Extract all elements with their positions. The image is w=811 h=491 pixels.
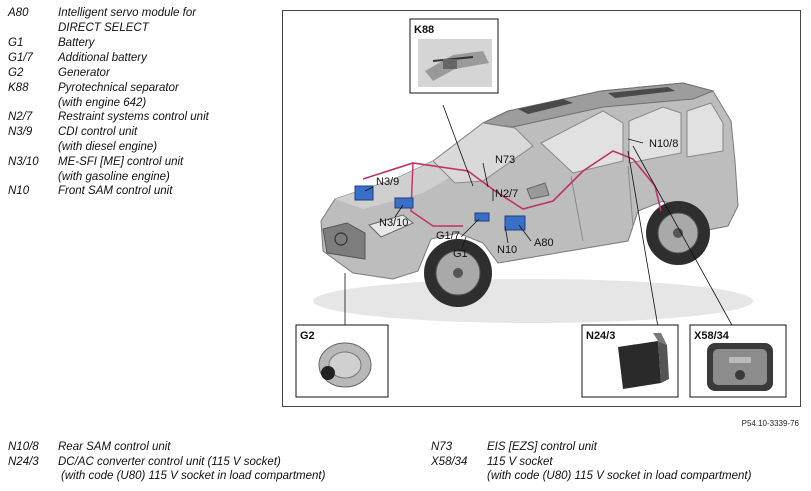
legend-item-n3-10: N3/10 ME-SFI [ME] control unit: [8, 155, 273, 170]
legend-desc: Front SAM control unit: [58, 185, 173, 197]
legend-code: N10: [8, 185, 30, 197]
callout-g1-7: G1/7: [436, 230, 460, 242]
legend-code: N24/3: [8, 455, 39, 468]
legend-bottom-right: N73 EIS [EZS] control unit X58/34 115 V …: [431, 440, 751, 484]
callout-g1: G1: [453, 248, 468, 260]
legend-desc-cont: (with code (U80) 115 V socket in load co…: [487, 470, 752, 482]
legend-desc-cont: (with diesel engine): [58, 141, 158, 153]
legend-code: G2: [8, 66, 24, 79]
legend-code: G1/7: [8, 51, 33, 64]
module-n3-10: [394, 197, 414, 209]
callout-n10-8: N10/8: [649, 138, 678, 150]
inset-n24-3-title: N24/3: [586, 330, 615, 342]
legend-code: K88: [8, 81, 29, 94]
legend-code: A80: [8, 7, 29, 19]
legend-desc: 115 V socket: [487, 455, 553, 468]
legend-code: N2/7: [8, 111, 33, 123]
inset-g2: G2: [295, 324, 389, 398]
module-a80: [504, 215, 526, 231]
legend-code: X58/34: [431, 455, 468, 468]
legend-item-n24-3: N24/3 DC/AC converter control unit (115 …: [8, 455, 325, 470]
legend-item-n10: N10 Front SAM control unit: [8, 184, 273, 199]
legend-desc: ME-SFI [ME] control unit: [58, 155, 184, 168]
legend-code: N10/8: [8, 441, 39, 453]
legend-desc: Battery: [58, 36, 95, 49]
legend-item-n73: N73 EIS [EZS] control unit: [431, 440, 751, 455]
legend-code: N73: [431, 441, 453, 453]
legend-desc: Rear SAM control unit: [58, 441, 171, 453]
legend-desc: Restraint systems control unit: [58, 111, 209, 123]
legend-code: N3/10: [8, 155, 39, 168]
legend-desc: Generator: [58, 66, 110, 79]
vehicle-diagram-frame: N73 N10/8 N3/9 N3/10 N2/7 G1/7 G1 N10 A8…: [282, 10, 801, 407]
legend-desc: Pyrotechnical separator: [58, 81, 179, 94]
legend-item-k88: K88 Pyrotechnical separator: [8, 81, 273, 96]
legend-item-n3-9: N3/9 CDI control unit: [8, 125, 273, 140]
callout-n2-7: N2/7: [495, 188, 518, 200]
vehicle-diagram: N73 N10/8 N3/9 N3/10 N2/7 G1/7 G1 N10 A8…: [295, 18, 787, 398]
legend-item-n10-8: N10/8 Rear SAM control unit: [8, 440, 325, 455]
callout-n3-9: N3/9: [376, 176, 399, 188]
wiring-branch: [410, 162, 463, 227]
legend-code: G1: [8, 36, 24, 49]
legend-desc: CDI control unit: [58, 126, 138, 138]
legend-desc: Intelligent servo module for: [58, 7, 197, 19]
wiring-harness: [362, 150, 662, 212]
figure-reference: P54.10-3339-76: [741, 419, 799, 428]
suv-illustration: [313, 82, 753, 323]
legend-desc-cont: DIRECT SELECT: [58, 22, 149, 34]
inset-n24-3: N24/3: [581, 324, 679, 398]
legend-code: N3/9: [8, 126, 33, 138]
inset-x58-34-title: X58/34: [694, 330, 730, 342]
legend-desc-cont: (with code (U80) 115 V socket in load co…: [61, 470, 326, 482]
legend-desc: Additional battery: [58, 51, 147, 64]
inset-k88: K88: [409, 18, 499, 94]
leader-lines: [344, 104, 734, 328]
legend-item-g1: G1 Battery: [8, 36, 273, 51]
callout-n73: N73: [495, 154, 515, 166]
module-g1-7: [474, 212, 490, 222]
legend-item-a80: A80 Intelligent servo module for: [8, 6, 273, 21]
legend-item-x58-34: X58/34 115 V socket: [431, 455, 751, 470]
legend-bottom-left: N10/8 Rear SAM control unit N24/3 DC/AC …: [8, 440, 325, 484]
legend-item-g1-7: G1/7 Additional battery: [8, 51, 273, 66]
callout-a80: A80: [534, 237, 554, 249]
legend-desc-cont: (with engine 642): [58, 96, 147, 109]
legend-item-g2: G2 Generator: [8, 66, 273, 81]
inset-g2-title: G2: [300, 330, 315, 342]
callout-n10: N10: [497, 244, 517, 256]
legend-top: A80 Intelligent servo module for DIRECT …: [8, 6, 273, 199]
legend-desc-cont: (with gasoline engine): [58, 170, 170, 183]
legend-desc: DC/AC converter control unit (115 V sock…: [58, 455, 281, 468]
legend-item-n2-7: N2/7 Restraint systems control unit: [8, 110, 273, 125]
inset-k88-title: K88: [414, 24, 434, 36]
inset-x58-34: X58/34: [689, 324, 787, 398]
callout-n3-10: N3/10: [379, 217, 408, 229]
legend-desc: EIS [EZS] control unit: [487, 441, 597, 453]
